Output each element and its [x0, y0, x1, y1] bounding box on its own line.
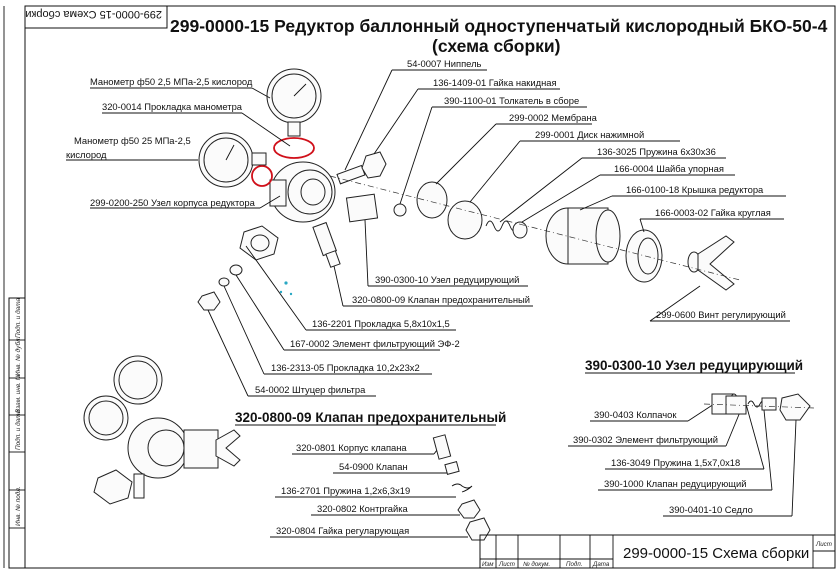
label-filter-element: 167-0002 Элемент фильтрующий ЭФ-2	[290, 338, 460, 349]
label-nipple: 54-0007 Ниппель	[407, 58, 482, 69]
side-label-2: Инв. № дубл.	[14, 337, 22, 376]
assembled-view	[83, 355, 241, 505]
corner-stamp: 299-0000-15 Схема сборки	[24, 5, 168, 29]
title-line-2: (схема сборки)	[432, 36, 560, 56]
reducing-item-4: 390-1000 Клапан редуцирующий	[604, 478, 746, 489]
reducing-item-3: 136-3049 Пружина 1,5х7,0х18	[611, 457, 740, 468]
reducing-section: 390-0300-10 Узел редуцирующий 390-0403 К…	[568, 358, 815, 517]
label-pressure-disk: 299-0001 Диск нажимной	[535, 129, 644, 140]
label-gasket-manometer: 320-0014 Прокладка манометра	[102, 101, 243, 112]
label-safety-valve: 320-0800-09 Клапан предохранительный	[352, 294, 530, 305]
reducing-section-heading: 390-0300-10 Узел редуцирующий	[585, 358, 803, 373]
label-round-nut: 166-0003-02 Гайка круглая	[655, 207, 771, 218]
label-adjust-screw: 299-0600 Винт регулирующий	[656, 309, 786, 320]
label-manometer-top: Манометр ф50 2,5 МПа-2,5 кислород	[90, 76, 253, 87]
title-block: Изм Лист № докум. Подп. Дата 299-0000-15…	[479, 534, 836, 569]
stamp-sheet: Лист	[815, 541, 832, 548]
label-manometer-left-2: кислород	[66, 149, 107, 160]
corner-stamp-text: 299-0000-15 Схема сборки	[25, 8, 162, 20]
label-gasket-10-2: 136-2313-05 Прокладка 10,2х23х2	[271, 362, 420, 373]
label-gasket-5-8: 136-2201 Прокладка 5,8х10х1,5	[312, 318, 450, 329]
label-manometer-left-1: Манометр ф50 25 МПа-2,5	[74, 135, 191, 146]
side-label-5: Инв. № подл.	[14, 486, 22, 526]
stamp-col-4: Подп.	[566, 561, 582, 568]
label-body-unit: 299-0200-250 Узел корпуса редуктора	[90, 197, 256, 208]
valve-item-1: 320-0801 Корпус клапана	[296, 442, 407, 453]
label-spring: 136-3025 Пружина 6х30х36	[597, 146, 716, 157]
title-line-1: 299-0000-15 Редуктор баллонный одноступе…	[170, 16, 828, 36]
reducing-item-1: 390-0403 Колпачок	[594, 409, 677, 420]
label-pusher: 390-1100-01 Толкатель в сборе	[444, 95, 579, 106]
label-union-nut: 136-1409-01 Гайка накидная	[433, 77, 557, 88]
stamp-col-1: Изм	[482, 561, 494, 568]
stamp-col-2: Лист	[498, 561, 515, 568]
label-fitting: 54-0002 Штуцер фильтра	[255, 384, 366, 395]
stamp-title: 299-0000-15 Схема сборки	[623, 545, 809, 562]
valve-section-heading: 320-0800-09 Клапан предохранительный	[235, 410, 506, 425]
valve-section: 320-0800-09 Клапан предохранительный 320…	[235, 410, 506, 541]
stamp-col-3: № докум.	[523, 561, 550, 568]
label-thrust-washer: 166-0004 Шайба упорная	[614, 163, 724, 174]
valve-item-4: 320-0802 Контргайка	[317, 503, 409, 514]
main-exploded-view	[197, 68, 741, 311]
valve-item-2: 54-0900 Клапан	[339, 461, 408, 472]
highlight-gasket-top	[273, 137, 315, 159]
label-cover: 166-0100-18 Крышка редуктора	[626, 184, 764, 195]
label-membrane: 299-0002 Мембрана	[509, 112, 598, 123]
valve-item-5: 320-0804 Гайка регуларующая	[276, 525, 409, 536]
sheet-frame	[24, 5, 836, 569]
side-label-3: Взам. инв. №	[15, 373, 22, 413]
side-strip: Подп. и дата Инв. № дубл. Взам. инв. № П…	[8, 297, 26, 569]
side-label-1: Подп. и дата	[14, 298, 22, 338]
side-label-4: Подп. и дата	[14, 410, 22, 450]
highlight-gasket-left	[251, 165, 273, 187]
stamp-col-5: Дата	[592, 561, 610, 568]
valve-item-3: 136-2701 Пружина 1,2х6,3х19	[281, 485, 410, 496]
reducing-item-5: 390-0401-10 Седло	[669, 504, 753, 515]
label-reducing-unit: 390-0300-10 Узел редуцирующий	[375, 274, 519, 285]
reducing-item-2: 390-0302 Элемент фильтрующий	[573, 434, 718, 445]
main-labels: Манометр ф50 2,5 МПа-2,5 кислород 320-00…	[66, 58, 790, 397]
